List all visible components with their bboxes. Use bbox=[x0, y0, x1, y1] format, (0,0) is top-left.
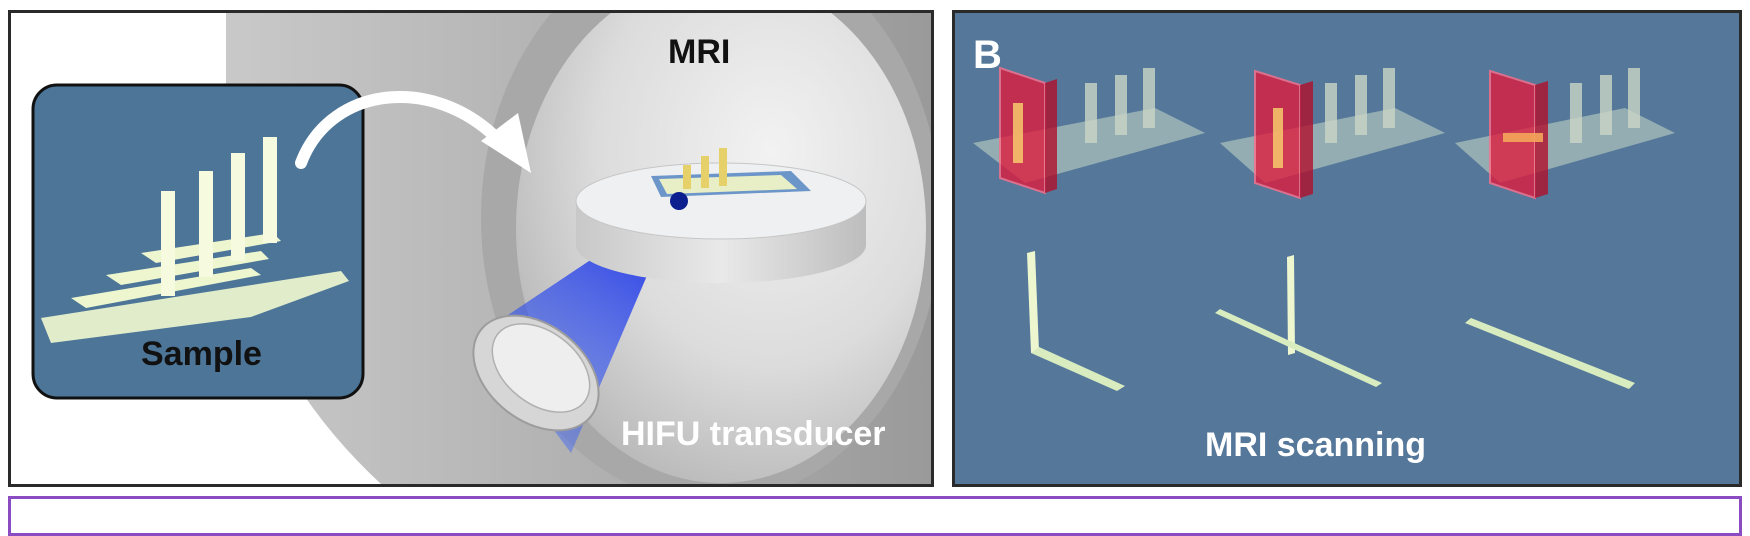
panel-a-illustration bbox=[31, 13, 931, 484]
sample-strip bbox=[161, 191, 175, 296]
sample-label: Sample bbox=[141, 335, 262, 373]
result-vertical-strip bbox=[1027, 251, 1039, 353]
sample-strip bbox=[1143, 68, 1155, 128]
scan-result-2 bbox=[1215, 255, 1382, 387]
panel-b-illustration bbox=[973, 66, 1675, 391]
panel-b: B MRI scanning bbox=[952, 10, 1742, 487]
scan-slice-group bbox=[1455, 68, 1675, 200]
sample-strip bbox=[1085, 83, 1097, 143]
scan-slice-group bbox=[973, 66, 1205, 195]
mri-label: MRI bbox=[668, 33, 731, 71]
sample-strip bbox=[263, 137, 277, 243]
result-horizontal-strip bbox=[1465, 318, 1635, 389]
result-horizontal-strip bbox=[1215, 309, 1382, 387]
figure: MRI Sample HIFU transducer bbox=[8, 10, 1742, 536]
sample-base bbox=[1455, 108, 1675, 183]
sample-strip bbox=[1383, 68, 1395, 128]
scan-result-3 bbox=[1465, 318, 1635, 389]
scan-result-1 bbox=[1027, 251, 1125, 391]
caption-box bbox=[8, 496, 1742, 536]
result-vertical-strip bbox=[1287, 255, 1295, 355]
sample-rail bbox=[106, 251, 269, 285]
scan-slice-group bbox=[1220, 68, 1445, 200]
focus-point bbox=[670, 192, 688, 210]
highlighted-strip bbox=[1013, 103, 1023, 163]
sample-strip bbox=[1115, 75, 1127, 135]
sample-strip bbox=[1355, 75, 1367, 135]
transducer-face bbox=[491, 323, 591, 413]
stage-sample-base bbox=[659, 175, 797, 194]
scan-label: MRI scanning bbox=[1205, 426, 1427, 464]
sample-base bbox=[41, 271, 349, 343]
panel-letter: B bbox=[973, 33, 1002, 77]
transfer-arrow-head bbox=[481, 113, 531, 173]
sample-strip bbox=[1570, 83, 1582, 143]
transducer-label: HIFU transducer bbox=[621, 415, 886, 453]
mri-slice-edge bbox=[1045, 79, 1057, 193]
panel-a: MRI Sample HIFU transducer bbox=[8, 10, 934, 487]
mri-slice-edge bbox=[1300, 81, 1313, 198]
sample-strip bbox=[199, 171, 213, 277]
highlighted-strip bbox=[1273, 108, 1283, 168]
sample-strip bbox=[1325, 83, 1337, 143]
highlighted-strip bbox=[1503, 133, 1543, 142]
stage-strip bbox=[701, 156, 709, 188]
stage-strip bbox=[683, 165, 691, 189]
sample-strip bbox=[1600, 75, 1612, 135]
stage-strip bbox=[719, 148, 727, 186]
result-horizontal-strip bbox=[1031, 347, 1125, 391]
sample-strip bbox=[231, 153, 245, 261]
transfer-arrow bbox=[295, 91, 512, 169]
sample-strip bbox=[1628, 68, 1640, 128]
